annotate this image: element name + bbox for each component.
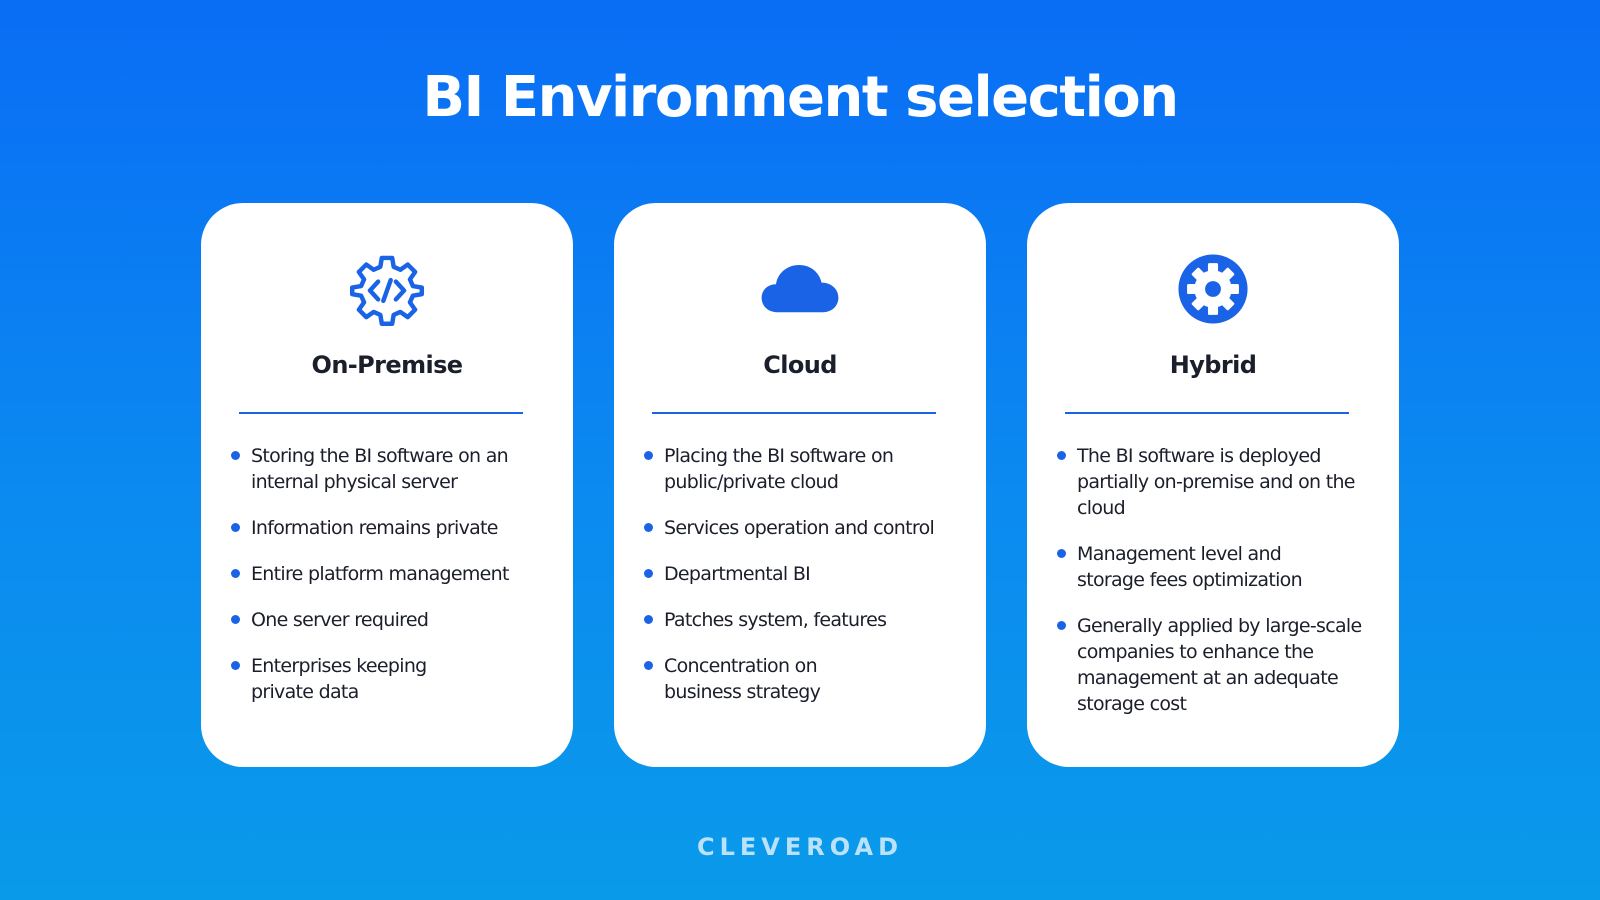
list-item: Concentration on business strategy bbox=[644, 653, 972, 705]
page-title: BI Environment selection bbox=[422, 65, 1179, 130]
bullet-text: Storing the BI software on an internal p… bbox=[251, 445, 509, 493]
brand-logo: CLEVEROAD bbox=[696, 833, 903, 861]
environment-cards: On-Premise Storing the BI software on an… bbox=[201, 203, 1399, 767]
list-item: Storing the BI software on an internal p… bbox=[231, 443, 559, 495]
card-title: Cloud bbox=[763, 351, 837, 379]
list-item: Generally applied by large-scale compani… bbox=[1057, 613, 1385, 717]
bullet-dot-icon bbox=[231, 569, 240, 578]
bullet-dot-icon bbox=[1057, 549, 1066, 558]
cloud-icon bbox=[760, 249, 840, 329]
bullet-dot-icon bbox=[231, 523, 240, 532]
bullet-text: Generally applied by large-scale compani… bbox=[1077, 615, 1362, 715]
list-item: Management level and storage fees optimi… bbox=[1057, 541, 1385, 593]
bullet-dot-icon bbox=[1057, 621, 1066, 630]
bullet-dot-icon bbox=[644, 569, 653, 578]
bullet-dot-icon bbox=[1057, 451, 1066, 460]
list-item: Patches system, features bbox=[644, 607, 972, 633]
bullet-text: Management level and storage fees optimi… bbox=[1077, 543, 1303, 591]
card-on-premise: On-Premise Storing the BI software on an… bbox=[201, 203, 573, 767]
bullet-text: Departmental BI bbox=[664, 563, 811, 585]
bullet-text: Placing the BI software on public/privat… bbox=[664, 445, 894, 493]
list-item: The BI software is deployed partially on… bbox=[1057, 443, 1385, 521]
bullet-dot-icon bbox=[231, 451, 240, 460]
bullet-dot-icon bbox=[644, 451, 653, 460]
divider bbox=[652, 412, 936, 414]
list-item: Enterprises keeping private data bbox=[231, 653, 559, 705]
card-title: On-Premise bbox=[311, 351, 464, 379]
bullet-text: The BI software is deployed partially on… bbox=[1077, 445, 1355, 519]
divider bbox=[239, 412, 523, 414]
bullet-text: Patches system, features bbox=[664, 609, 887, 631]
card-cloud: Cloud Placing the BI software on public/… bbox=[614, 203, 986, 767]
card-hybrid: Hybrid The BI software is deployed parti… bbox=[1027, 203, 1399, 767]
bullet-dot-icon bbox=[231, 615, 240, 624]
bullet-text: Enterprises keeping private data bbox=[251, 655, 427, 703]
list-item: One server required bbox=[231, 607, 559, 633]
list-item: Departmental BI bbox=[644, 561, 972, 587]
divider bbox=[1065, 412, 1349, 414]
bullet-text: Services operation and control bbox=[664, 517, 935, 539]
bullet-list: Placing the BI software on public/privat… bbox=[644, 443, 972, 725]
list-item: Entire platform management bbox=[231, 561, 559, 587]
bullet-dot-icon bbox=[644, 615, 653, 624]
bullet-dot-icon bbox=[231, 661, 240, 670]
gear-icon bbox=[1173, 249, 1253, 329]
bullet-text: Concentration on business strategy bbox=[664, 655, 821, 703]
code-gear-icon bbox=[347, 249, 427, 329]
bullet-text: Information remains private bbox=[251, 517, 498, 539]
bullet-list: The BI software is deployed partially on… bbox=[1057, 443, 1385, 737]
bullet-dot-icon bbox=[644, 523, 653, 532]
bullet-dot-icon bbox=[644, 661, 653, 670]
list-item: Information remains private bbox=[231, 515, 559, 541]
bullet-text: One server required bbox=[251, 609, 429, 631]
bullet-list: Storing the BI software on an internal p… bbox=[231, 443, 559, 725]
list-item: Services operation and control bbox=[644, 515, 972, 541]
bullet-text: Entire platform management bbox=[251, 563, 509, 585]
list-item: Placing the BI software on public/privat… bbox=[644, 443, 972, 495]
card-title: Hybrid bbox=[1169, 351, 1257, 379]
